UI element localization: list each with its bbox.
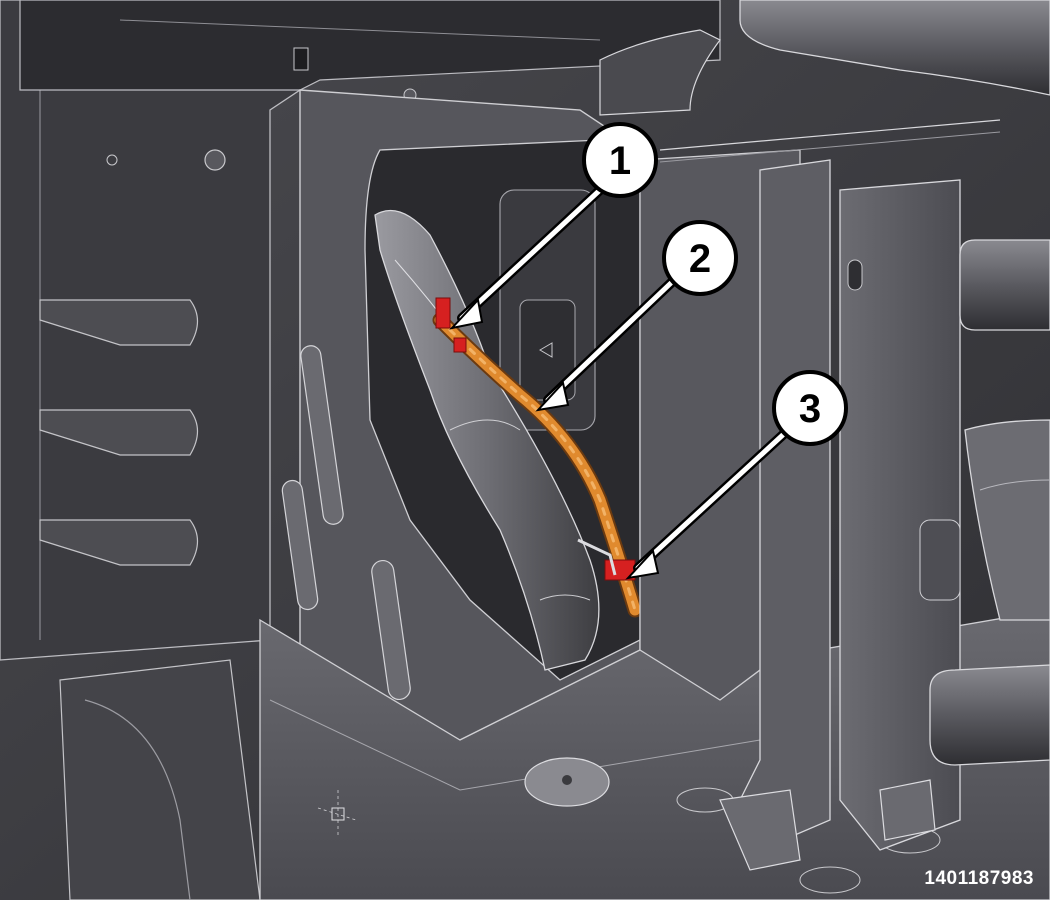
- inner-structure: [499, 189, 596, 431]
- leader-1: [449, 185, 605, 330]
- leader-2: [535, 277, 677, 412]
- seat-frame-tubes: [599, 0, 1050, 766]
- callout-3-label: 3: [799, 387, 821, 431]
- leader-3: [625, 427, 791, 580]
- callout-2-label: 2: [689, 237, 711, 281]
- seat-frame: [639, 149, 961, 871]
- callout-1: 1: [582, 122, 658, 198]
- callout-1-label: 1: [609, 139, 631, 183]
- figure-id: 1401187983: [924, 868, 1034, 889]
- upper-retainer-clip: [435, 297, 451, 329]
- callout-leaders: [449, 185, 791, 580]
- wire-harness: [432, 297, 643, 618]
- callout-3: 3: [772, 370, 848, 446]
- callout-2: 2: [662, 220, 738, 296]
